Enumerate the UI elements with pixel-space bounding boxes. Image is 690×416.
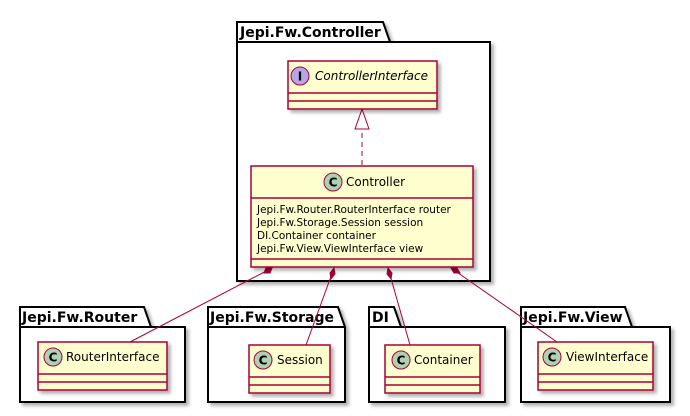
field-router: Jepi.Fw.Router.RouterInterface router <box>256 204 452 216</box>
composition-diamond-router <box>263 267 273 274</box>
class-name: Controller <box>346 175 405 189</box>
class-name: RouterInterface <box>66 350 160 364</box>
package-storage-label: Jepi.Fw.Storage <box>209 310 334 326</box>
composition-diamond-container <box>386 266 393 281</box>
relations <box>129 107 558 346</box>
class-stereotype-icon <box>43 347 63 367</box>
class-router-interface[interactable]: C RouterInterface <box>37 341 168 391</box>
field-session: Jepi.Fw.Storage.Session session <box>256 217 423 229</box>
interface-stereotype-letter: I <box>298 70 302 84</box>
composition-edge-view <box>450 267 558 343</box>
field-container: DI.Container container <box>257 230 377 242</box>
interface-stereotype-icon <box>290 66 310 86</box>
package-router-label: Jepi.Fw.Router <box>21 310 137 326</box>
composition-edge-session <box>305 267 335 346</box>
package-di-label: DI <box>372 310 389 326</box>
class-stereotype-icon <box>253 350 273 370</box>
class-controller-interface[interactable]: I ControllerInterface <box>287 60 438 110</box>
realization-arrowhead <box>354 107 370 130</box>
class-session[interactable]: C Session <box>248 344 331 394</box>
class-view-interface[interactable]: C ViewInterface <box>537 341 654 391</box>
class-stereotype-letter: C <box>49 351 58 365</box>
class-stereotype-icon <box>323 172 343 192</box>
class-stereotype-icon <box>391 350 411 370</box>
field-view: Jepi.Fw.View.ViewInterface view <box>256 243 424 255</box>
class-stereotype-letter: C <box>548 351 557 365</box>
class-stereotype-letter: C <box>259 354 268 368</box>
composition-edge-container <box>387 267 411 346</box>
class-container[interactable]: C Container <box>384 344 481 394</box>
class-name: ViewInterface <box>566 350 648 364</box>
class-name: Session <box>277 353 323 367</box>
composition-edge-router <box>129 267 273 343</box>
class-stereotype-letter: C <box>329 176 338 190</box>
class-name: Container <box>414 353 473 367</box>
class-controller[interactable]: C Controller Jepi.Fw.Router.RouterInterf… <box>250 165 474 268</box>
class-name: ControllerInterface <box>315 69 428 83</box>
composition-diamond-view <box>450 267 461 274</box>
package-view-label: Jepi.Fw.View <box>522 310 623 326</box>
composition-diamond-session <box>329 266 336 281</box>
class-stereotype-icon <box>542 347 562 367</box>
package-controller-label: Jepi.Fw.Controller <box>239 25 381 41</box>
class-stereotype-letter: C <box>397 354 406 368</box>
